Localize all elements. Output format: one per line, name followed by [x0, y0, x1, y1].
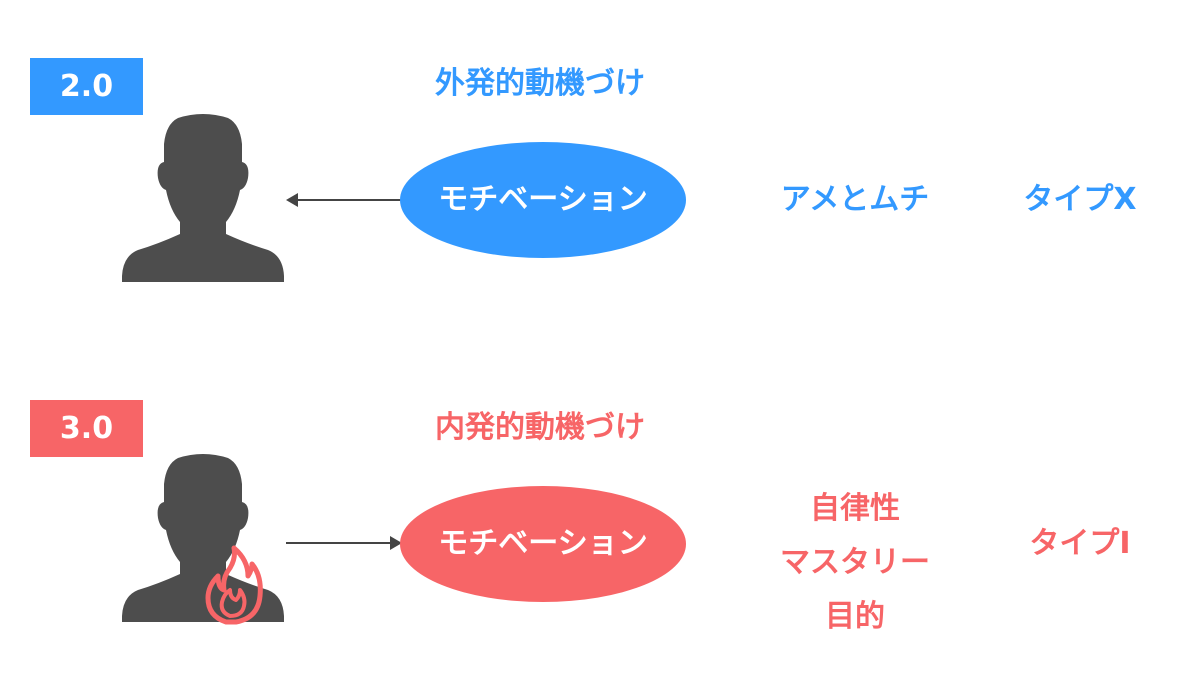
person-silhouette-icon	[118, 110, 288, 290]
method-line-purpose: 目的	[825, 599, 885, 634]
version-badge-3-0: 3.0	[30, 400, 143, 457]
method-line-autonomy: 自律性	[810, 491, 900, 526]
arrow-left-icon	[286, 193, 402, 207]
person-flame-svg	[122, 454, 284, 625]
person-head-shape	[122, 114, 284, 282]
method-autonomy-mastery-purpose: 自律性 マスタリー 目的	[740, 482, 970, 644]
type-i-label: タイプI	[1029, 526, 1131, 561]
type-x-label: タイプX	[1023, 182, 1137, 217]
version-badge-2-0: 2.0	[30, 58, 143, 115]
motivation-node-2-0: モチベーション	[400, 142, 686, 258]
flame-icon	[205, 545, 263, 625]
person-silhouette-with-flame-icon	[118, 450, 288, 630]
method-carrot-and-stick: アメとムチ	[740, 180, 970, 220]
extrinsic-motivation-heading: 外発的動機づけ	[435, 66, 645, 101]
intrinsic-motivation-heading: 内発的動機づけ	[435, 410, 645, 445]
person-head-shape	[122, 454, 284, 622]
method-line: アメとムチ	[780, 182, 930, 217]
arrow-right-icon	[286, 536, 402, 550]
person-silhouette-svg	[122, 114, 284, 282]
arrow-to-person	[284, 190, 404, 210]
motivation-node-3-0: モチベーション	[400, 486, 686, 602]
arrow-to-motivation	[284, 533, 404, 553]
method-line-mastery: マスタリー	[780, 545, 930, 580]
